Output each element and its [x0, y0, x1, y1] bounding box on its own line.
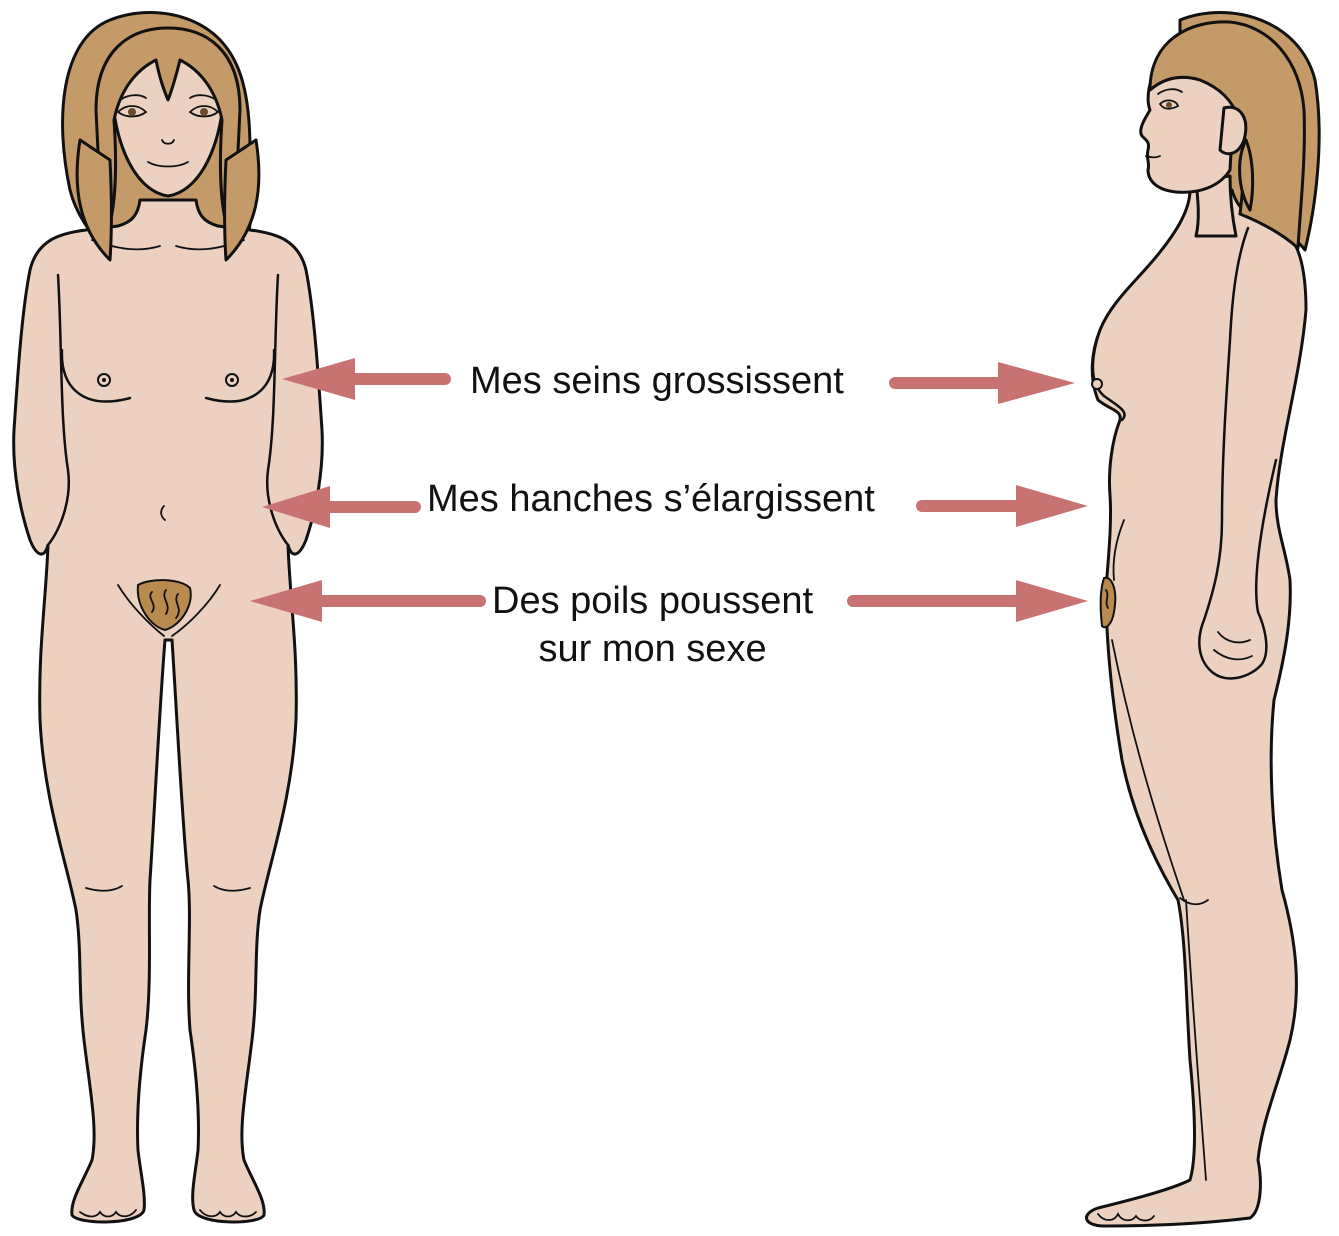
label-hips-widening: Mes hanches s’élargissent — [427, 475, 875, 523]
label-breasts-growing: Mes seins grossissent — [470, 357, 844, 405]
side-body — [1087, 190, 1306, 1226]
arrow-breasts-right — [895, 362, 1075, 404]
front-view-figure — [14, 13, 323, 1222]
label-pubic-hair-growing: Des poils poussent sur mon sexe — [492, 577, 813, 673]
arrow-hips-right — [922, 485, 1088, 527]
arrow-pubic-hair-right — [853, 580, 1088, 622]
label-pubic-hair-line1: Des poils poussent — [492, 577, 813, 625]
side-view-figure — [1087, 13, 1320, 1227]
label-pubic-hair-line2: sur mon sexe — [492, 625, 813, 673]
